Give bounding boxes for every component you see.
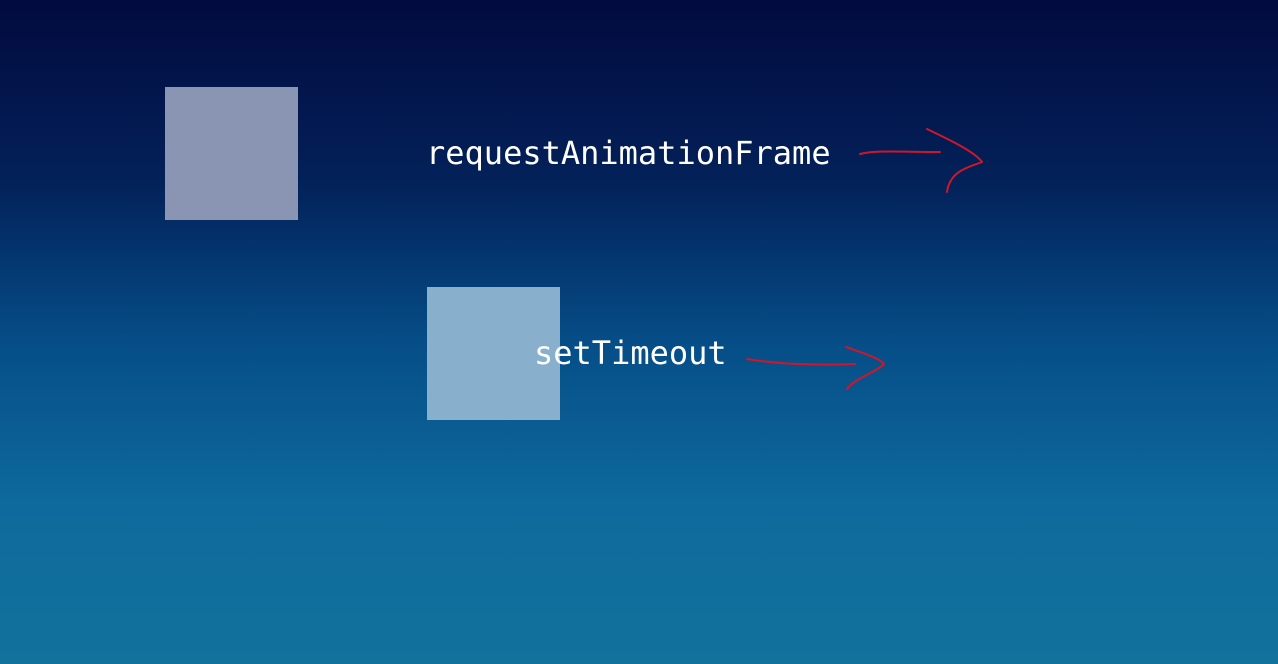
raf-arrow-icon	[859, 128, 983, 193]
raf-label: requestAnimationFrame	[426, 134, 831, 172]
raf-animated-square	[165, 87, 298, 220]
settimeout-animated-square	[427, 287, 560, 420]
settimeout-label: setTimeout	[534, 334, 727, 372]
settimeout-arrow-icon	[746, 346, 885, 390]
